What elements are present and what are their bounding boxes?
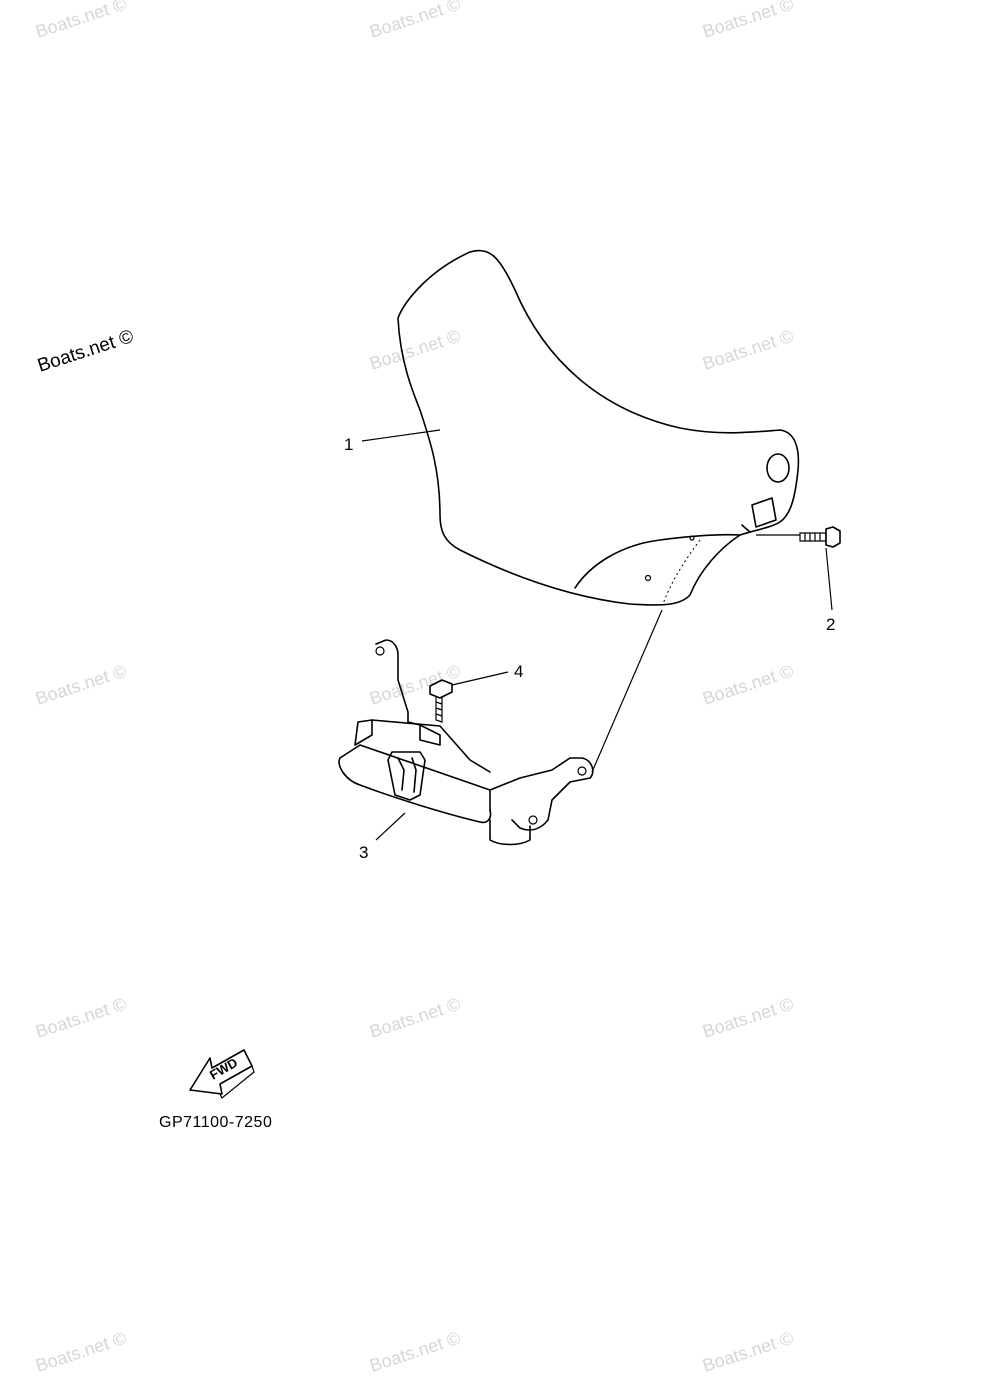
callout-4[interactable]: 4: [514, 662, 523, 681]
seat-part: [397, 249, 800, 606]
bolt-part: [756, 526, 841, 548]
screw-part: [429, 671, 509, 723]
watermark: Boats.net ©: [367, 661, 463, 709]
watermark: Boats.net ©: [700, 0, 796, 42]
fwd-label: FWD: [207, 1055, 240, 1083]
leader-line-1: [361, 429, 441, 442]
watermark: Boats.net ©: [700, 1328, 796, 1376]
bracket-part: [338, 609, 663, 846]
watermark: Boats.net ©: [700, 994, 796, 1042]
watermark: Boats.net ©: [33, 0, 129, 42]
watermark: Boats.net ©: [700, 326, 796, 374]
watermark: Boats.net ©: [367, 1328, 463, 1376]
leader-line-3: [375, 812, 406, 841]
callout-1[interactable]: 1: [344, 435, 353, 454]
watermark: Boats.net ©: [367, 326, 463, 374]
callout-2[interactable]: 2: [826, 615, 835, 634]
watermark-layer: Boats.net © Boats.net © Boats.net © Boat…: [33, 0, 796, 1376]
watermark: Boats.net ©: [367, 0, 463, 42]
watermark: Boats.net ©: [367, 994, 463, 1042]
watermark: Boats.net ©: [33, 1328, 129, 1376]
fwd-arrow-icon: FWD: [189, 1049, 255, 1099]
callout-3[interactable]: 3: [359, 843, 368, 862]
leader-line-2: [825, 547, 833, 611]
watermark: Boats.net ©: [33, 661, 129, 709]
watermark: Boats.net ©: [33, 994, 129, 1042]
watermark-highlight: Boats.net ©: [35, 326, 136, 377]
diagram-code: GP71100-7250: [159, 1114, 272, 1131]
watermark: Boats.net ©: [700, 661, 796, 709]
